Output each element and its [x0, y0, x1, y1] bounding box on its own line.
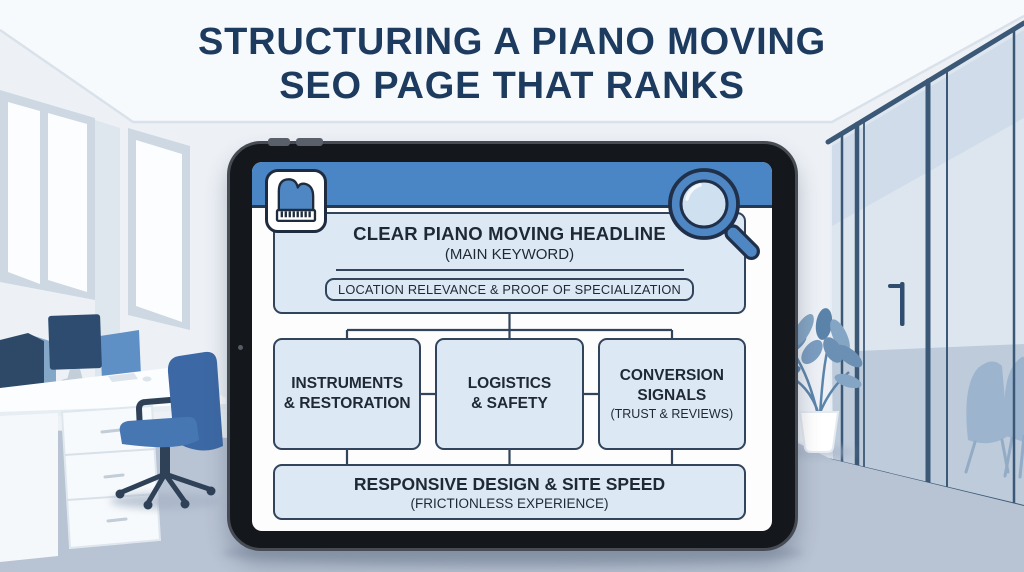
glass-partition [825, 20, 1024, 509]
location-relevance-pill: LOCATION RELEVANCE & PROOF OF SPECIALIZA… [325, 278, 694, 301]
armrest [135, 397, 173, 433]
tablet-screen: CLEAR PIANO MOVING HEADLINE (MAIN KEYWOR… [252, 162, 772, 531]
desk-side [0, 413, 58, 562]
magnifying-glass-icon [656, 162, 768, 282]
branch-label: SIGNALS [637, 386, 707, 404]
footer-subtitle: (FRICTIONLESS EXPERIENCE) [410, 495, 609, 511]
tablet-device: CLEAR PIANO MOVING HEADLINE (MAIN KEYWOR… [227, 138, 798, 551]
branch-box-conversion: CONVERSION SIGNALS (TRUST & REVIEWS) [597, 338, 746, 450]
monitor [48, 314, 141, 384]
tablet-front-camera [238, 345, 243, 350]
branch-row: INSTRUMENTS & RESTORATION LOGISTICS & SA… [273, 338, 746, 450]
branch-label: & RESTORATION [283, 394, 411, 412]
branch-label: & SAFETY [471, 394, 548, 412]
keyboard [108, 373, 138, 382]
footer-box: RESPONSIVE DESIGN & SITE SPEED (FRICTION… [273, 464, 746, 520]
page-title: STRUCTURING A PIANO MOVING SEO PAGE THAT… [0, 20, 1024, 108]
window [0, 90, 190, 392]
piano-icon [265, 169, 327, 233]
branch-label: LOGISTICS [467, 374, 552, 392]
headline-divider [335, 269, 684, 271]
piano-glyph [275, 178, 317, 223]
door-handle [888, 282, 905, 326]
branch-label: INSTRUMENTS [291, 374, 404, 392]
plant-pot [798, 411, 840, 453]
tablet-volume-button [296, 138, 323, 146]
tablet-volume-button [268, 138, 290, 146]
branch-sublabel: (TRUST & REVIEWS) [610, 406, 734, 421]
chair-seat [119, 416, 199, 448]
ceiling [0, 0, 1024, 122]
title-line-2: SEO PAGE THAT RANKS [279, 65, 745, 108]
ceiling-edge [0, 14, 1024, 124]
title-line-1: STRUCTURING A PIANO MOVING [197, 21, 827, 63]
footer-title: RESPONSIVE DESIGN & SITE SPEED [353, 473, 666, 494]
branch-label: CONVERSION [619, 366, 724, 384]
mouse [142, 376, 152, 382]
headline-subtitle: (MAIN KEYWORD) [444, 246, 575, 263]
magnifier-glyph [668, 168, 760, 260]
branch-box-instruments: INSTRUMENTS & RESTORATION [273, 338, 422, 450]
headline-box: CLEAR PIANO MOVING HEADLINE (MAIN KEYWOR… [273, 212, 746, 314]
headline-title: CLEAR PIANO MOVING HEADLINE [353, 223, 666, 244]
branch-box-logistics: LOGISTICS & SAFETY [435, 338, 584, 450]
office-chair [110, 351, 223, 510]
